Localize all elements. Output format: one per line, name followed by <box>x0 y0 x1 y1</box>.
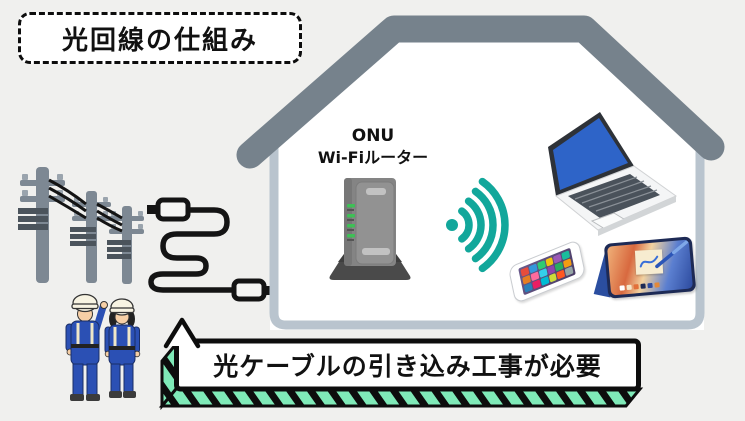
plug-nub-left <box>147 205 159 214</box>
banner-box <box>174 338 641 392</box>
house-roof <box>236 15 725 169</box>
plug-left <box>155 197 191 222</box>
title-box: 光回線の仕組み <box>18 12 302 64</box>
smartphone-icon <box>506 238 588 305</box>
fiber-cable-icon <box>147 197 274 302</box>
laptop-icon <box>548 112 678 236</box>
construction-workers-icon <box>65 293 141 401</box>
tablet-frame <box>603 236 697 299</box>
tablet-screen <box>607 239 693 296</box>
utility-poles-icon <box>18 167 144 284</box>
house-walls <box>269 141 705 330</box>
plug-right <box>231 278 267 302</box>
device-label-line2: Wi-Fiルーター <box>317 148 429 167</box>
device-label-line1: ONU <box>351 126 395 146</box>
onu-router-icon <box>329 178 411 280</box>
page-title: 光回線の仕組み <box>61 25 258 56</box>
banner-bottom-stripe <box>158 387 644 408</box>
router-leds <box>347 204 355 241</box>
phone-body <box>507 238 587 305</box>
tablet-icon <box>592 231 698 306</box>
sticky-note <box>634 249 664 275</box>
banner-tail-fill <box>166 320 198 346</box>
power-wires <box>48 178 123 233</box>
phone-screen <box>518 247 576 296</box>
banner-label: 光ケーブルの引き込み工事が必要 <box>213 352 602 381</box>
banner-tail <box>163 317 201 349</box>
stylus-icon <box>655 239 689 269</box>
plug-nub-right <box>262 286 274 295</box>
worker-woman <box>104 298 141 398</box>
worker-man <box>65 293 108 401</box>
device-label: ONU Wi-Fiルーター <box>303 126 443 168</box>
wifi-signal-icon <box>446 177 509 273</box>
callout-banner <box>158 317 644 411</box>
